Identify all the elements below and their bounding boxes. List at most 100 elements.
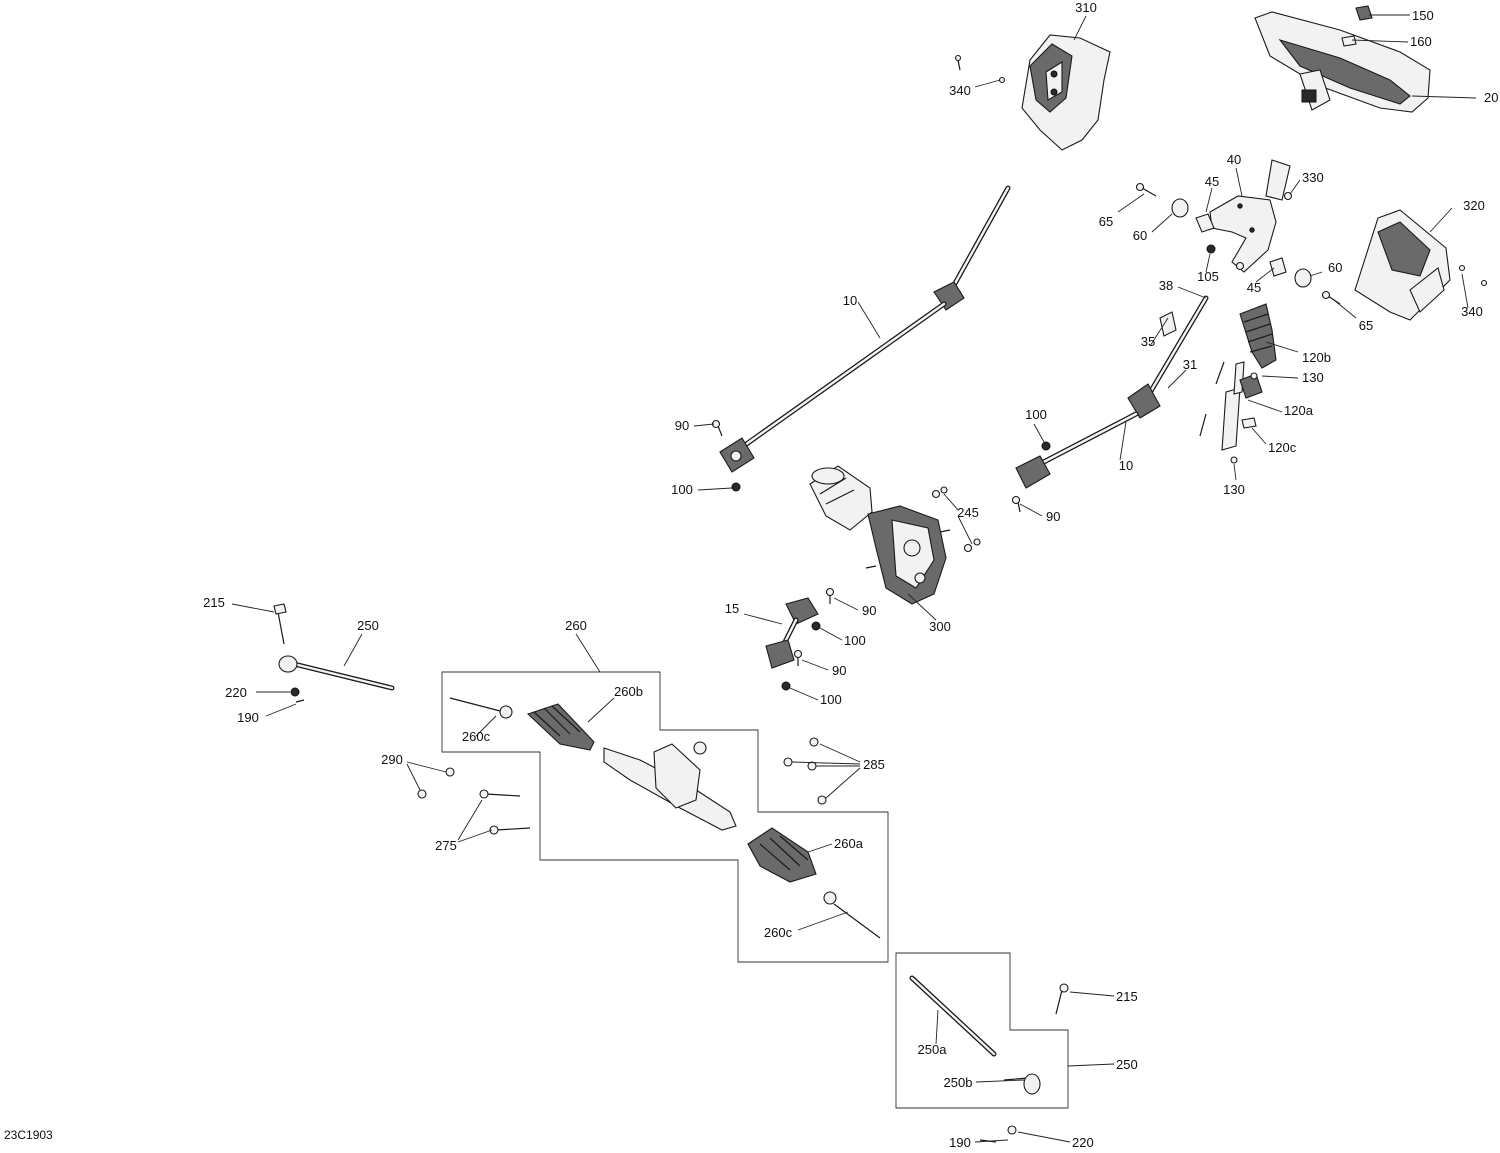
callout-label: 120b (1302, 350, 1331, 365)
flange-nut (1195, 213, 1215, 233)
callout-label: 250 (357, 618, 379, 633)
callout-label: 250b (944, 1075, 973, 1090)
nut (973, 538, 981, 546)
wheel-clip (1341, 35, 1357, 47)
callout-label: 35 (1141, 334, 1155, 349)
steering-wheel (1254, 11, 1431, 113)
side-console-panel (1354, 209, 1451, 321)
callout-label: 215 (203, 595, 225, 610)
callout-label: 40 (1227, 152, 1241, 167)
nut (963, 543, 973, 553)
nut (931, 489, 941, 499)
callout-label: 285 (863, 757, 885, 772)
callout-label: 260c (462, 729, 491, 744)
bushing (1294, 268, 1312, 288)
diagram-code: 23C1903 (4, 1128, 53, 1142)
nut (817, 795, 827, 805)
callout-label: 215 (1116, 989, 1138, 1004)
bolt (495, 827, 531, 831)
leader-lines (231, 14, 1477, 1143)
callout-label: 275 (435, 838, 457, 853)
callout-label: 130 (1223, 482, 1245, 497)
callout-label: 31 (1183, 357, 1197, 372)
power-steering-unit (809, 465, 951, 605)
callout-label: 20 (1484, 90, 1498, 105)
callout-label: 90 (675, 418, 689, 433)
callout-label: 90 (1046, 509, 1060, 524)
callout-label: 90 (862, 603, 876, 618)
callout-label: 65 (1099, 214, 1113, 229)
nut (811, 621, 821, 631)
screw (1480, 279, 1488, 287)
screw (954, 54, 962, 62)
nut (807, 761, 817, 771)
steering-damper (1199, 303, 1277, 464)
callout-label: 290 (381, 752, 403, 767)
right-tie-rod (909, 975, 1069, 1143)
callout-label: 130 (1302, 370, 1324, 385)
bolt (485, 793, 521, 797)
nut (1041, 441, 1051, 451)
callout-label: 60 (1328, 260, 1342, 275)
screw (1458, 264, 1466, 272)
callout-label: 310 (1075, 0, 1097, 15)
rack-pinion (449, 697, 881, 939)
callout-label: 300 (929, 619, 951, 634)
callout-label: 250a (918, 1042, 948, 1057)
tie-rod-kit-frame (895, 952, 1069, 1109)
upper-console-panel (1021, 34, 1111, 151)
nut (1235, 261, 1245, 271)
rack-kit-frame (441, 671, 889, 963)
intermediate-shaft-short (1015, 295, 1209, 489)
clip (1283, 191, 1293, 201)
wheel-pad (1355, 5, 1373, 21)
callout-label: 250 (1116, 1057, 1138, 1072)
flange-nut (1269, 257, 1287, 277)
callout-label: 100 (844, 633, 866, 648)
callout-label: 10 (1119, 458, 1133, 473)
callout-label: 190 (237, 710, 259, 725)
intermediate-shaft-long (719, 185, 1011, 473)
callout-label: 15 (725, 601, 739, 616)
screw (998, 76, 1006, 84)
nut (731, 482, 741, 492)
column-bracket (1209, 159, 1291, 273)
callout-label: 100 (671, 482, 693, 497)
callout-label: 38 (1159, 278, 1173, 293)
callout-label: 320 (1463, 198, 1485, 213)
callout-label: 60 (1133, 228, 1147, 243)
callout-label: 10 (843, 293, 857, 308)
callout-label: 45 (1247, 280, 1261, 295)
callout-label: 330 (1302, 170, 1324, 185)
callout-label: 220 (225, 685, 247, 700)
screw (1141, 187, 1157, 197)
callout-label: 245 (957, 505, 979, 520)
callout-label: 120c (1268, 440, 1297, 455)
callout-label: 260a (834, 836, 864, 851)
callout-labels: 310 150 160 340 20 40 45 330 65 60 320 1… (203, 0, 1498, 1150)
callout-label: 220 (1072, 1135, 1094, 1150)
callout-label: 340 (949, 83, 971, 98)
bolt (417, 789, 427, 799)
left-tie-rod (273, 603, 395, 703)
callout-label: 105 (1197, 269, 1219, 284)
bolt (445, 767, 455, 777)
callout-label: 340 (1461, 304, 1483, 319)
callout-label: 260 (565, 618, 587, 633)
callout-label: 150 (1412, 8, 1434, 23)
bolt (717, 425, 723, 437)
callout-label: 260b (614, 684, 643, 699)
callout-label: 45 (1205, 174, 1219, 189)
callout-label: 100 (1025, 407, 1047, 422)
nut (940, 486, 948, 494)
callout-label: 190 (949, 1135, 971, 1150)
bolt (1017, 501, 1021, 513)
bushing (1171, 198, 1189, 218)
callout-label: 260c (764, 925, 793, 940)
callout-label: 120a (1284, 403, 1314, 418)
nut (781, 681, 791, 691)
callout-label: 100 (820, 692, 842, 707)
callout-label: 90 (832, 663, 846, 678)
nut (1206, 244, 1216, 254)
